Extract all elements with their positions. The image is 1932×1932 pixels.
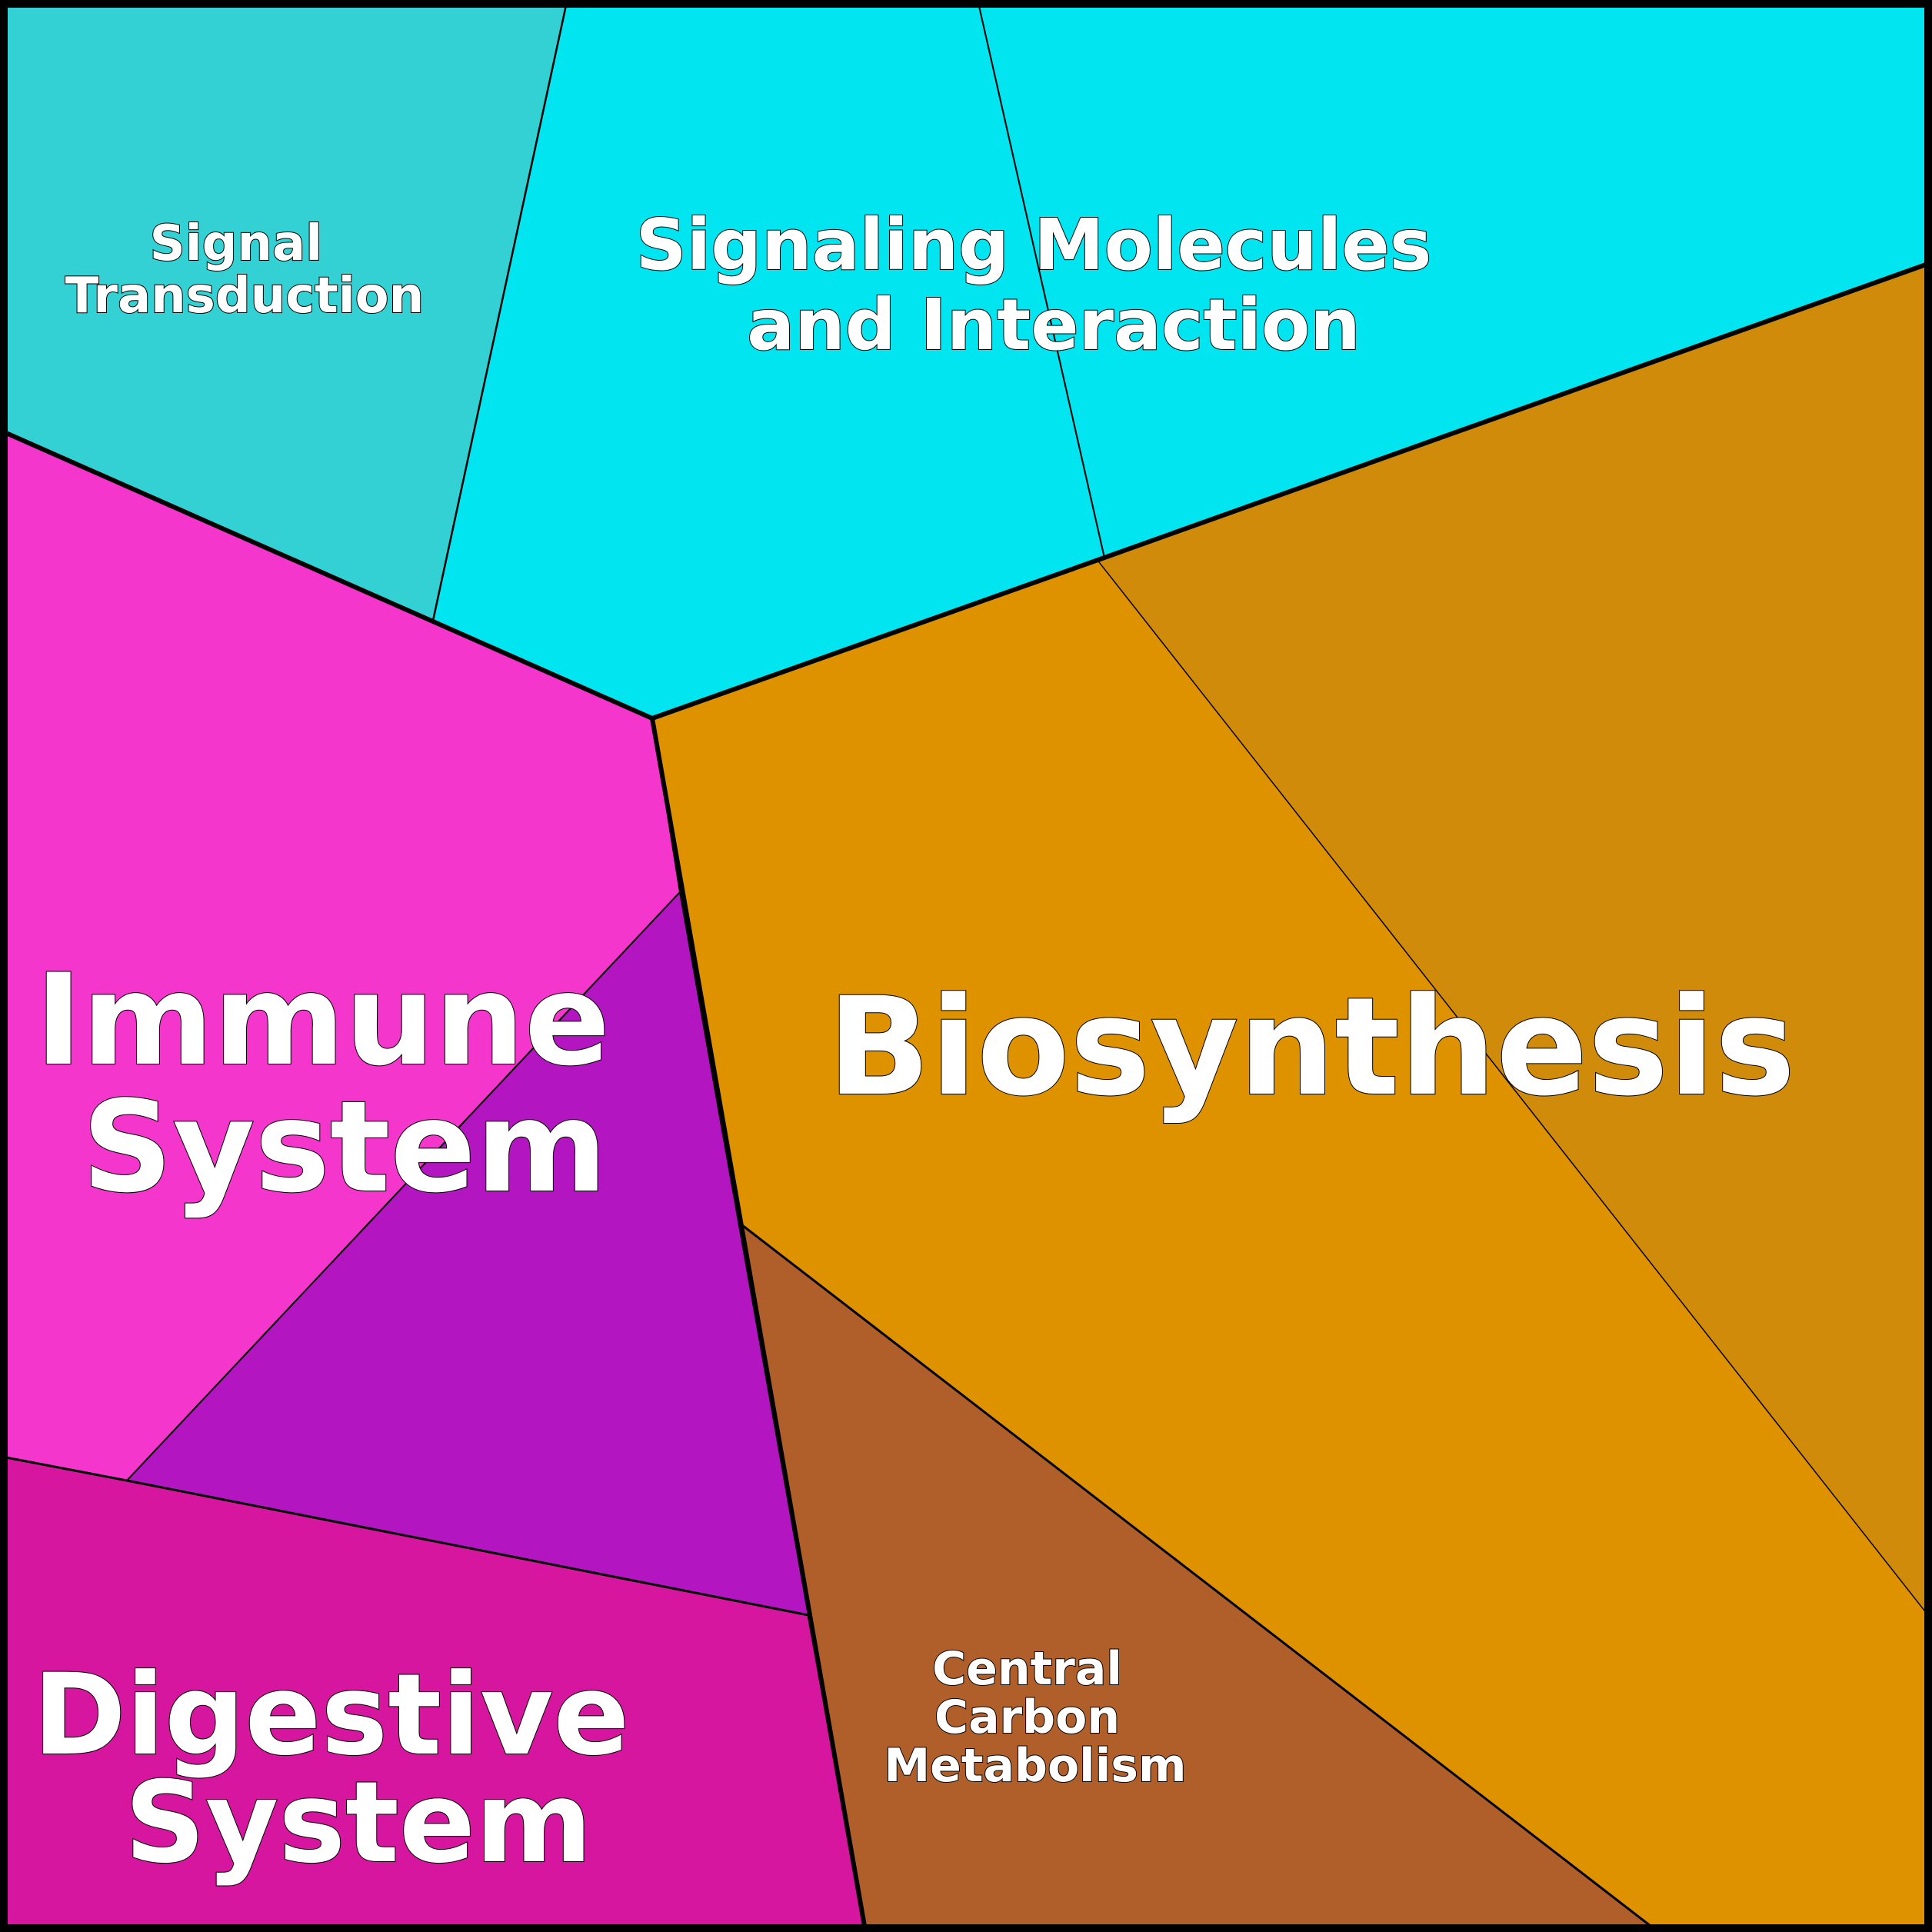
- label-central-carbon-metabolism-line-3: Metabolism: [884, 1739, 1186, 1793]
- labels: Signal Transduction Signaling Molecules …: [32, 203, 1797, 1889]
- label-biosynthesis: Biosynthesis: [828, 968, 1796, 1126]
- label-signaling-molecules: Signaling Molecules and Interaction: [635, 204, 1456, 366]
- label-immune-system: Immune System: [35, 947, 655, 1221]
- label-immune-system-line-1: Immune: [35, 947, 611, 1094]
- label-immune-system-line-2: System: [82, 1074, 607, 1221]
- label-signaling-molecules-line-2: and Interaction: [747, 284, 1361, 366]
- label-digestive-system-line-1: Digestive: [33, 1650, 630, 1780]
- label-central-carbon-metabolism-line-2: Carbon: [934, 1690, 1120, 1744]
- border-left-right: [650, 718, 867, 1927]
- label-signal-transduction-line-2: Transduction: [65, 268, 424, 325]
- label-central-carbon-metabolism: Central Carbon Metabolism: [884, 1642, 1186, 1793]
- label-signaling-molecules-line-1: Signaling Molecules: [635, 204, 1431, 286]
- label-biosynthesis-line-1: Biosynthesis: [828, 968, 1796, 1126]
- cells: [5, 5, 1927, 1927]
- label-signal-transduction: Signal Transduction: [65, 215, 424, 325]
- label-central-carbon-metabolism-line-1: Central: [932, 1642, 1122, 1696]
- label-digestive-system-line-2: System: [125, 1757, 592, 1888]
- group-borders: [5, 262, 1927, 1927]
- label-signal-transduction-line-1: Signal: [150, 215, 323, 272]
- label-digestive-system: Digestive System: [33, 1650, 669, 1888]
